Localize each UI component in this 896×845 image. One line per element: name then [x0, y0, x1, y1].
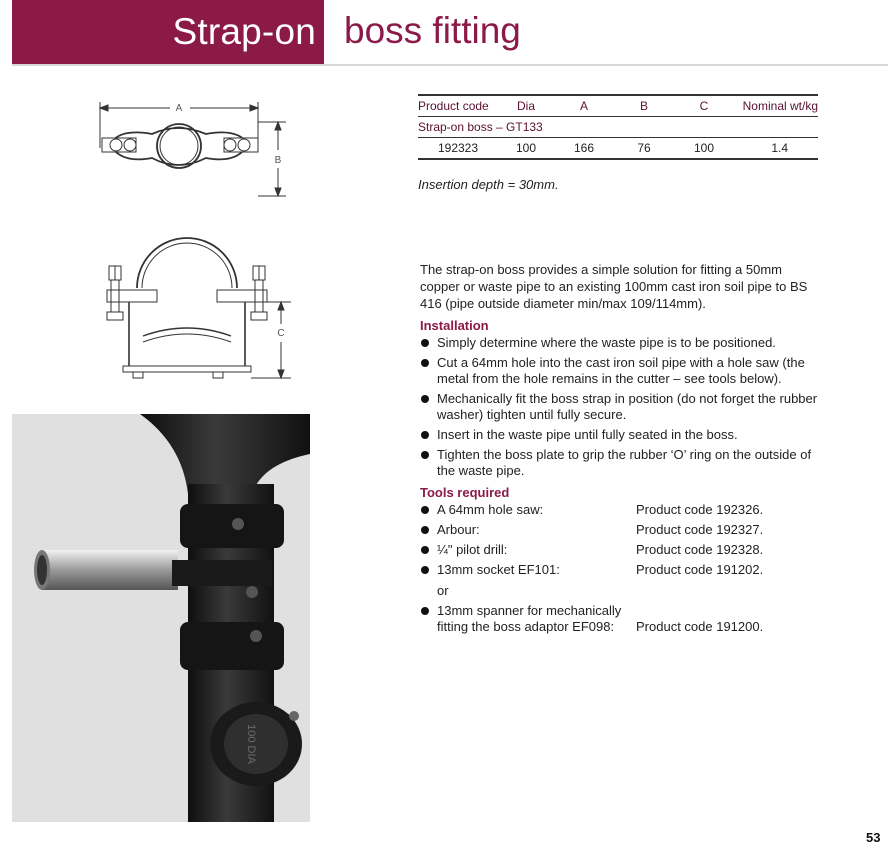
title-band: Strap-on [12, 0, 324, 64]
page-title-part1: Strap-on [172, 11, 316, 52]
cell-b: 76 [614, 137, 674, 160]
tool-name: 13mm socket EF101: [437, 562, 560, 577]
tool-product-code: Product code 192327. [636, 522, 764, 537]
list-item: 13mm socket EF101: Product code 191202. [420, 562, 840, 578]
tool-name: A 64mm hole saw: [437, 502, 544, 517]
step-text: Mechanically fit the boss strap in posit… [437, 391, 818, 422]
col-a: A [554, 94, 614, 117]
installation-heading: Installation [420, 318, 489, 333]
cell-c: 100 [674, 137, 734, 160]
dimension-c-label: C [277, 328, 284, 339]
step-text: Cut a 64mm hole into the cast iron soil … [437, 355, 805, 386]
side-view-drawing: C [106, 237, 291, 380]
tool-name: Arbour: [437, 522, 480, 537]
bullet-icon [421, 431, 429, 439]
list-item: Tighten the boss plate to grip the rubbe… [420, 447, 830, 479]
tool-name-line2: fitting the boss adaptor EF098: [437, 619, 615, 634]
cell-a: 166 [554, 137, 614, 160]
bullet-icon [421, 607, 429, 615]
tools-list: A 64mm hole saw: Product code 192326. Arb… [420, 502, 840, 582]
list-item: ¼" pilot drill: Product code 192328. [420, 542, 840, 558]
dimension-b-label: B [275, 155, 282, 166]
col-b: B [614, 94, 674, 117]
col-nominal-weight: Nominal wt/kg [734, 94, 818, 117]
bullet-icon [421, 526, 429, 534]
bullet-icon [421, 546, 429, 554]
table-header-row: Product code Dia A B C Nominal wt/kg [418, 94, 818, 117]
cell-nominal-weight: 1.4 [734, 137, 818, 160]
step-text: Tighten the boss plate to grip the rubbe… [437, 447, 812, 478]
pipe-marking: 100 DIA [245, 724, 257, 764]
tool-name-line1: 13mm spanner for mechanically [437, 603, 622, 618]
step-text: Simply determine where the waste pipe is… [437, 335, 776, 350]
dimension-a-label: A [176, 103, 183, 114]
list-item: Cut a 64mm hole into the cast iron soil … [420, 355, 830, 387]
tool-product-code: Product code 191202. [636, 562, 764, 577]
or-separator: or [437, 583, 449, 598]
cell-product-code: 192323 [418, 137, 498, 160]
page-title-part2: boss fitting [344, 10, 521, 51]
col-dia: Dia [498, 94, 554, 117]
bullet-icon [421, 359, 429, 367]
header-divider [12, 64, 888, 66]
bullet-icon [421, 451, 429, 459]
list-item: Simply determine where the waste pipe is… [420, 335, 830, 351]
list-item: Mechanically fit the boss strap in posit… [420, 391, 830, 423]
cell-dia: 100 [498, 137, 554, 160]
insertion-depth: Insertion depth = 30mm. [418, 177, 559, 192]
group-label: Strap-on boss – GT133 [418, 116, 818, 138]
list-item: Insert in the waste pipe until fully sea… [420, 427, 830, 443]
bullet-icon [421, 506, 429, 514]
tool-product-code: Product code 192326. [636, 502, 764, 517]
list-item: A 64mm hole saw: Product code 192326. [420, 502, 840, 518]
table-row: 192323 100 166 76 100 1.4 [418, 137, 818, 160]
list-item: Arbour: Product code 192327. [420, 522, 840, 538]
table-group-row: Strap-on boss – GT133 [418, 116, 818, 138]
tools-heading: Tools required [420, 485, 510, 500]
step-text: Insert in the waste pipe until fully sea… [437, 427, 738, 442]
col-c: C [674, 94, 734, 117]
tool-product-code: Product code 192328. [636, 542, 764, 557]
bullet-icon [421, 395, 429, 403]
top-view-drawing: A B [98, 102, 286, 198]
specification-table: Product code Dia A B C Nominal wt/kg Str… [418, 94, 818, 160]
tool-name: ¼" pilot drill: [437, 542, 508, 557]
product-photo: 100 DIA [12, 414, 310, 822]
col-product-code: Product code [418, 94, 498, 117]
intro-paragraph: The strap-on boss provides a simple solu… [420, 262, 808, 311]
bullet-icon [421, 566, 429, 574]
installation-steps: Simply determine where the waste pipe is… [420, 335, 830, 483]
bullet-icon [421, 339, 429, 347]
tool-product-code: Product code 191200. [636, 619, 764, 634]
pipe-photo-illustration: 100 DIA [34, 414, 310, 822]
